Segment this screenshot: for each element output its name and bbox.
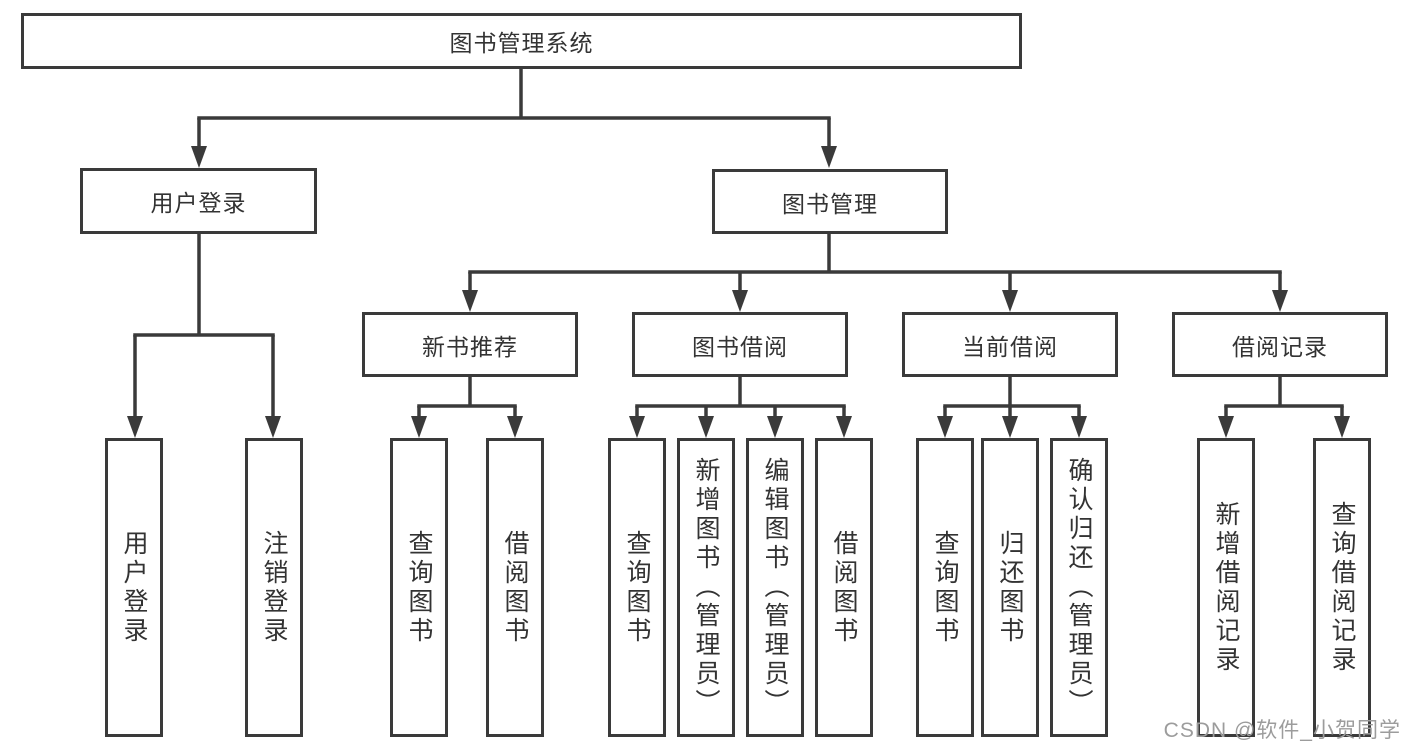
leaf-edit-book-admin-label: 编辑图书（管理员） [761,457,789,718]
leaf-borrow-book-recommend-label: 借阅图书 [501,529,529,646]
node-current-borrow-label: 当前借阅 [962,333,1058,360]
node-new-book-recommend-label: 新书推荐 [422,333,518,360]
node-book-borrow: 图书借阅 [632,312,848,377]
leaf-return-book: 归还图书 [981,438,1039,737]
node-book-management: 图书管理 [712,169,948,234]
node-user-login-label: 用户登录 [150,190,247,216]
node-root: 图书管理系统 [21,13,1022,69]
leaf-query-book-current-label: 查询图书 [931,529,959,646]
node-current-borrow: 当前借阅 [902,312,1118,377]
leaf-return-book-label: 归还图书 [996,529,1024,646]
node-book-management-label: 图书管理 [782,190,878,217]
node-new-book-recommend: 新书推荐 [362,312,578,377]
leaf-add-borrow-record: 新增借阅记录 [1197,438,1255,737]
leaf-add-book-admin: 新增图书（管理员） [677,438,735,737]
leaf-add-book-admin-label: 新增图书（管理员） [692,457,720,718]
node-borrow-record: 借阅记录 [1172,312,1388,377]
leaf-query-book-recommend-label: 查询图书 [405,529,433,646]
leaf-add-borrow-record-label: 新增借阅记录 [1212,500,1240,675]
leaf-user-login-label: 用户登录 [120,529,148,646]
leaf-confirm-return-admin-label: 确认归还（管理员） [1065,457,1093,718]
leaf-edit-book-admin: 编辑图书（管理员） [746,438,804,737]
leaf-borrow-book-label: 借阅图书 [830,529,858,646]
leaf-borrow-book: 借阅图书 [815,438,873,737]
node-user-login: 用户登录 [80,168,317,234]
node-borrow-record-label: 借阅记录 [1232,333,1328,360]
leaf-query-book-recommend: 查询图书 [390,438,448,737]
leaf-logout: 注销登录 [245,438,303,737]
node-root-label: 图书管理系统 [449,30,594,56]
leaf-confirm-return-admin: 确认归还（管理员） [1050,438,1108,737]
leaf-query-book-borrow-label: 查询图书 [623,529,651,646]
leaf-query-book-current: 查询图书 [916,438,974,737]
leaf-borrow-book-recommend: 借阅图书 [486,438,544,737]
csdn-watermark: CSDN @软件_小贺同学 [1163,719,1401,742]
leaf-user-login: 用户登录 [105,438,163,737]
leaf-logout-label: 注销登录 [260,529,288,646]
leaf-query-borrow-record-label: 查询借阅记录 [1328,500,1356,675]
leaf-query-borrow-record: 查询借阅记录 [1313,438,1371,737]
leaf-query-book-borrow: 查询图书 [608,438,666,737]
node-book-borrow-label: 图书借阅 [692,333,788,360]
